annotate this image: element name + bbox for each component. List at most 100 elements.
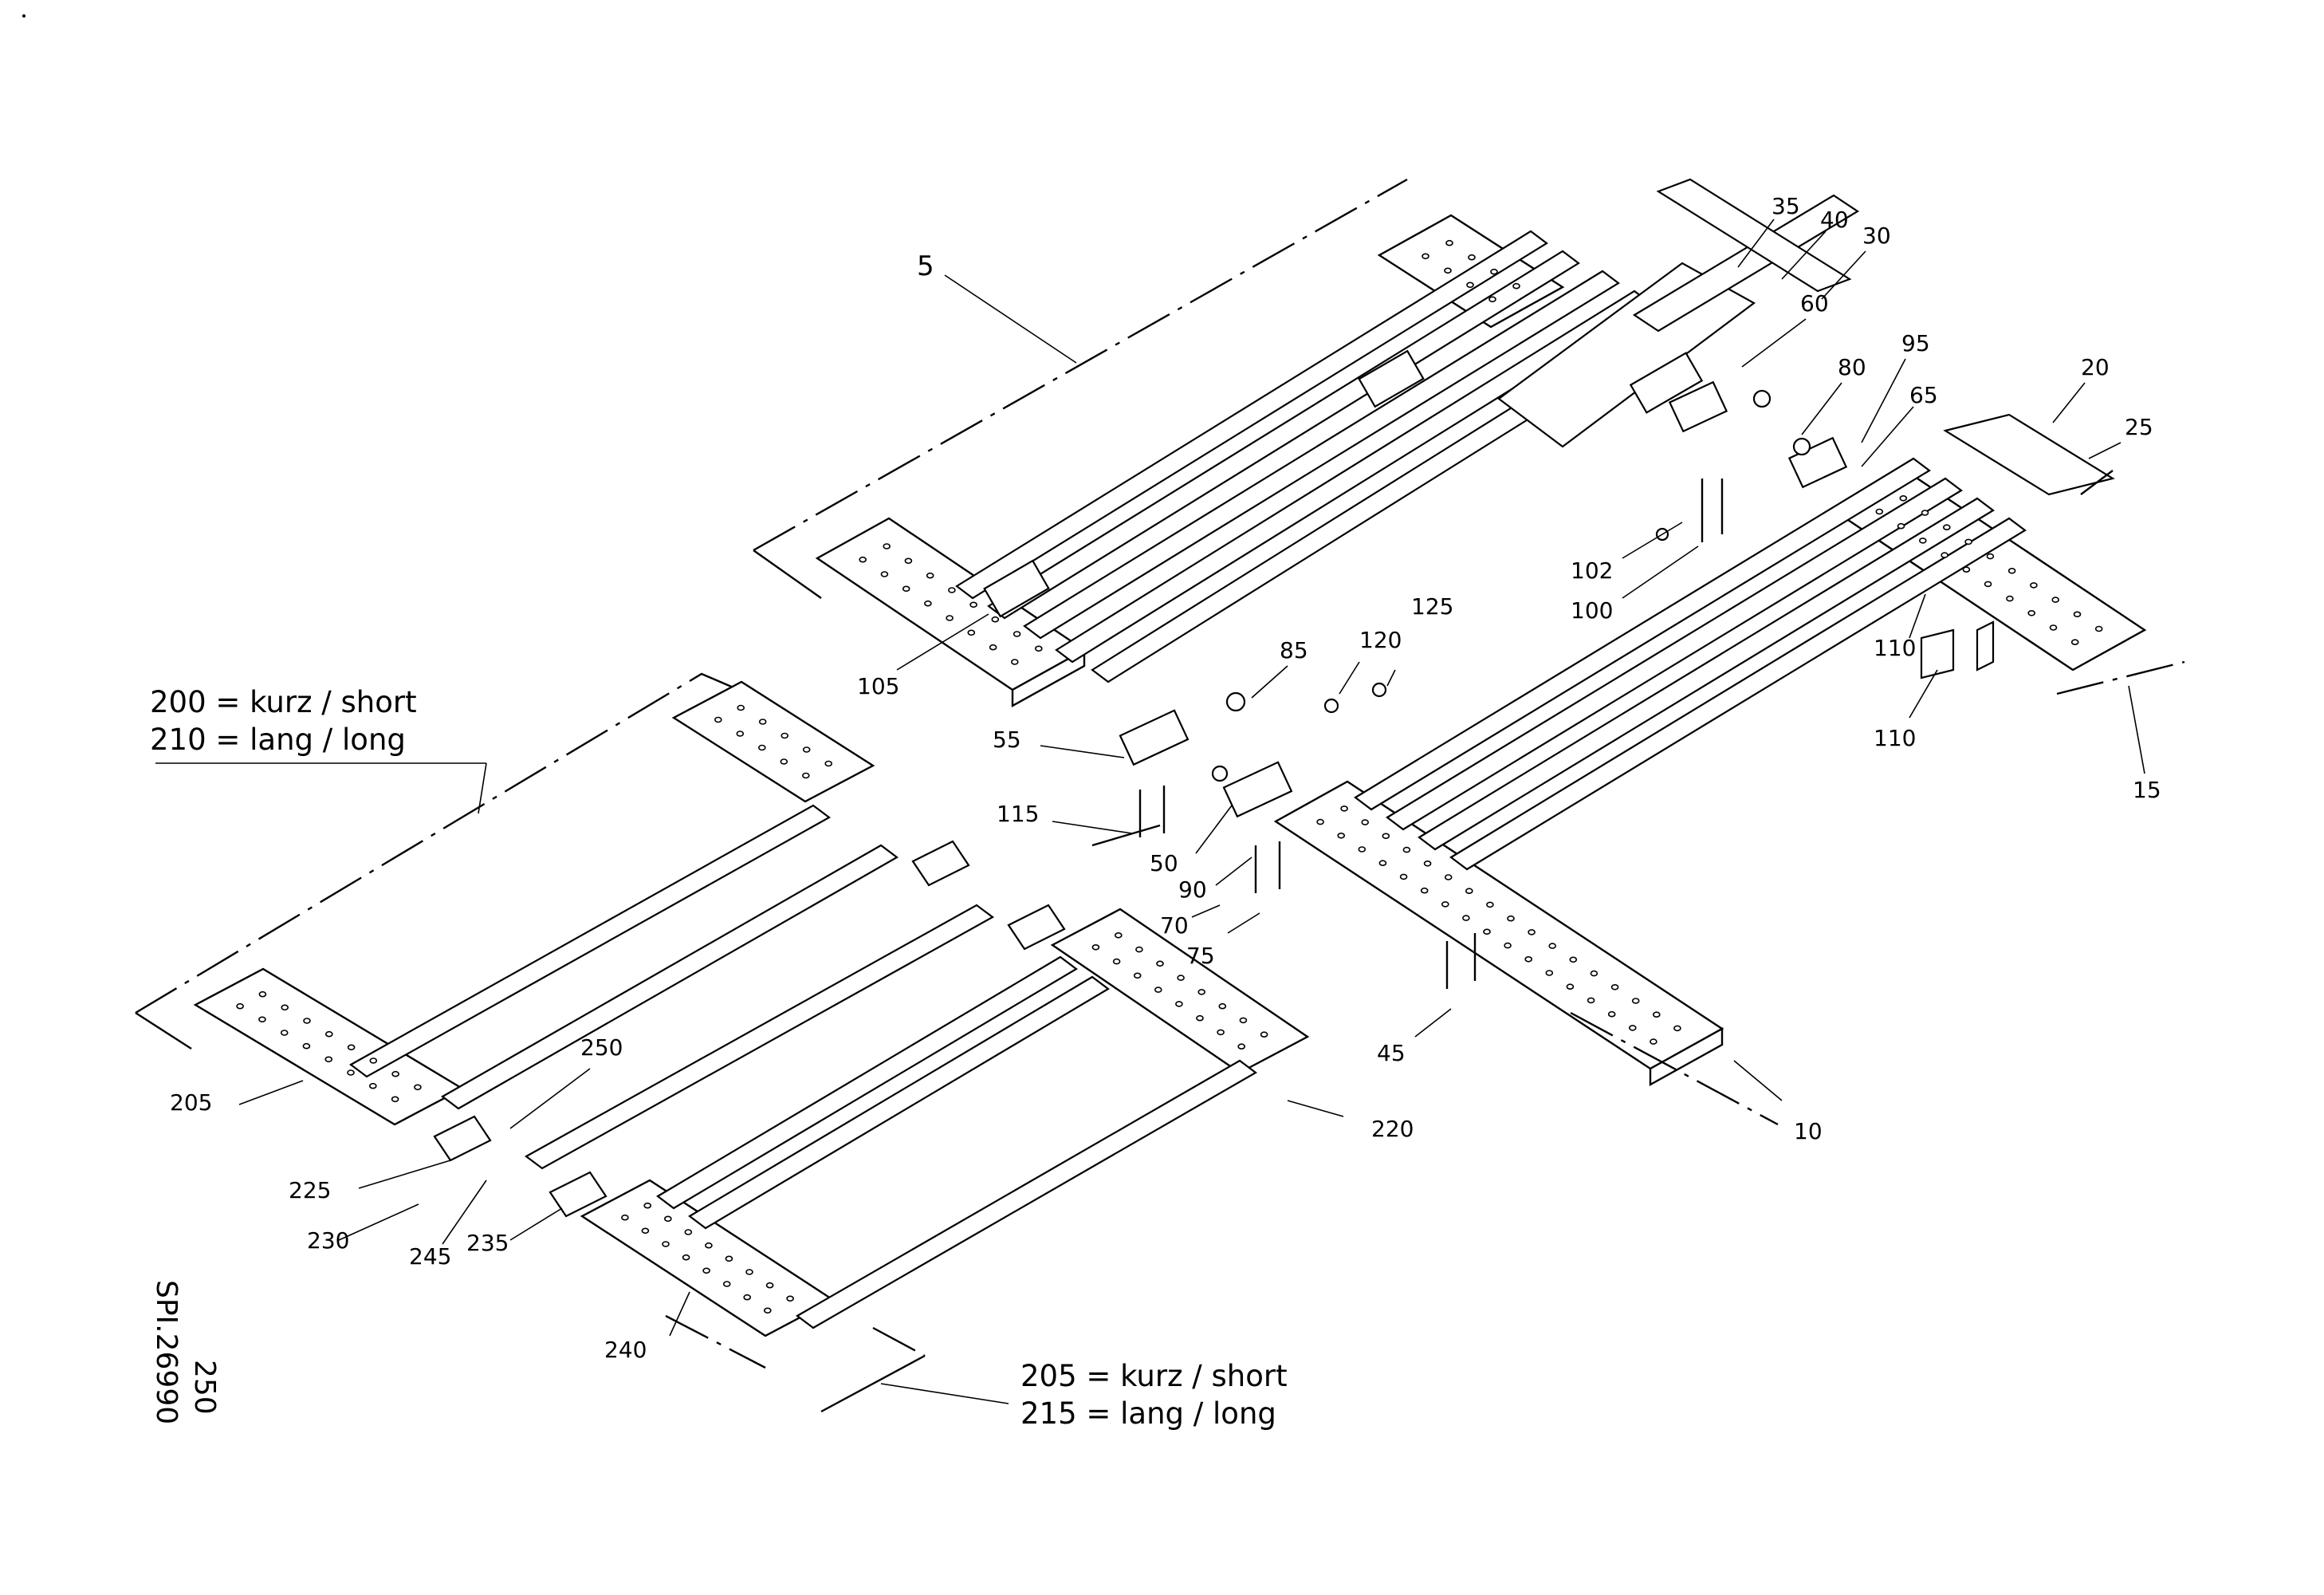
plate-hole <box>946 615 954 621</box>
plate-hole <box>1175 1001 1183 1007</box>
plate-hole <box>347 1069 355 1076</box>
plate-hole <box>641 1227 650 1235</box>
plate-hole <box>902 585 910 593</box>
plate-hole <box>280 1030 289 1036</box>
right-frame-assembly <box>1273 413 2185 1126</box>
plate-hole <box>1468 254 1476 261</box>
callout-35: 35 <box>1772 193 1800 219</box>
plate-hole <box>763 1307 772 1314</box>
plate-hole <box>725 1255 733 1262</box>
callout-230: 230 <box>307 1227 349 1254</box>
callout-105: 105 <box>857 673 899 699</box>
plate-hole <box>1566 983 1575 990</box>
plate-hole <box>1358 846 1366 853</box>
plate-hole <box>757 744 766 751</box>
callout-225: 225 <box>289 1177 331 1203</box>
plate-hole <box>663 1215 672 1223</box>
plate-hole <box>702 1267 710 1274</box>
plate-hole <box>1607 1010 1616 1018</box>
plate-hole <box>1260 1031 1268 1038</box>
plate-hole <box>1650 1038 1657 1045</box>
plate-hole <box>662 1241 670 1247</box>
plate-hole <box>924 600 932 607</box>
callout-235: 235 <box>466 1230 509 1256</box>
plate-hole <box>1875 508 1884 515</box>
legend-bottom: 205 = kurz / short 215 = lang / long <box>1020 1359 1288 1431</box>
plate-hole <box>1378 860 1387 866</box>
plate-hole <box>2007 567 2016 574</box>
plate-hole <box>1361 819 1369 825</box>
plate-hole <box>1504 942 1512 949</box>
lower-left-frame-assembly <box>135 672 1066 1218</box>
top-frame-assembly <box>753 178 1860 708</box>
plate-hole <box>801 772 810 779</box>
plate-hole <box>1135 946 1143 953</box>
drawing-sheet: 250 <box>188 1360 221 1415</box>
callout-250: 250 <box>580 1034 623 1061</box>
plate-hole <box>1091 944 1100 951</box>
callout-90: 90 <box>1178 876 1207 903</box>
plate-hole <box>2030 582 2038 589</box>
legend-top: 200 = kurz / short 210 = lang / long <box>150 685 417 757</box>
plate-hole <box>1011 659 1019 665</box>
plate-hole <box>324 1056 333 1063</box>
plate-hole <box>258 1016 266 1023</box>
plate-hole <box>1941 552 1948 558</box>
callout-80: 80 <box>1838 354 1866 380</box>
plate-hole <box>1444 874 1453 880</box>
plate-hole <box>1629 1025 1637 1031</box>
plate-hole <box>1441 901 1449 908</box>
plate-hole <box>2027 609 2035 616</box>
plate-hole <box>969 601 977 608</box>
plate-hole <box>643 1202 652 1209</box>
plate-hole <box>824 760 832 767</box>
plate-hole <box>714 716 722 723</box>
plate-hole <box>1962 566 1971 573</box>
plate-hole <box>781 732 789 739</box>
plate-hole <box>2051 597 2059 603</box>
legend-bottom-line1: 205 = kurz / short <box>1020 1359 1288 1393</box>
plate-hole <box>859 556 867 563</box>
plate-hole <box>621 1214 629 1221</box>
plate-hole <box>1133 972 1142 979</box>
plate-hole <box>745 1269 753 1275</box>
plate-hole <box>1444 267 1452 274</box>
plate-hole <box>880 571 889 577</box>
callout-20: 20 <box>2081 354 2110 380</box>
plate-hole <box>722 1281 731 1287</box>
plate-hole <box>1337 833 1345 839</box>
plate-hole <box>1943 524 1951 531</box>
plate-hole <box>1466 282 1474 289</box>
plate-hole <box>1483 928 1491 935</box>
plate-hole <box>2006 595 2014 602</box>
plate-hole <box>1486 901 1494 908</box>
plate-hole <box>1587 997 1595 1004</box>
lower-right-frame-assembly <box>524 904 1310 1413</box>
plate-hole <box>369 1057 378 1064</box>
plate-hole <box>1462 915 1470 921</box>
plate-hole <box>2073 611 2082 618</box>
plate-hole <box>758 719 767 725</box>
plate-hole <box>883 543 891 549</box>
plate-hole <box>1465 888 1473 894</box>
plate-hole <box>281 1004 289 1011</box>
callout-220: 220 <box>1371 1116 1414 1142</box>
drawing-id: SPI.26990 250 <box>150 1280 221 1424</box>
callout-65: 65 <box>1909 382 1938 408</box>
plate-hole <box>1488 296 1496 303</box>
plate-hole <box>780 758 788 765</box>
plate-hole <box>1035 645 1043 652</box>
plate-hole <box>967 629 976 636</box>
plate-hole <box>1899 494 1908 502</box>
legend-bottom-line2: 215 = lang / long <box>1020 1396 1276 1431</box>
callout-25: 25 <box>2125 414 2153 440</box>
plate-hole <box>1673 1025 1681 1032</box>
plate-hole <box>1984 581 1992 588</box>
plate-hole <box>368 1082 377 1089</box>
plate-hole <box>1218 1002 1227 1010</box>
plate-hole <box>1237 1043 1245 1050</box>
plate-hole <box>1382 833 1390 840</box>
plate-hole <box>1316 818 1324 825</box>
plate-hole <box>989 644 997 651</box>
plate-hole <box>1528 929 1536 935</box>
